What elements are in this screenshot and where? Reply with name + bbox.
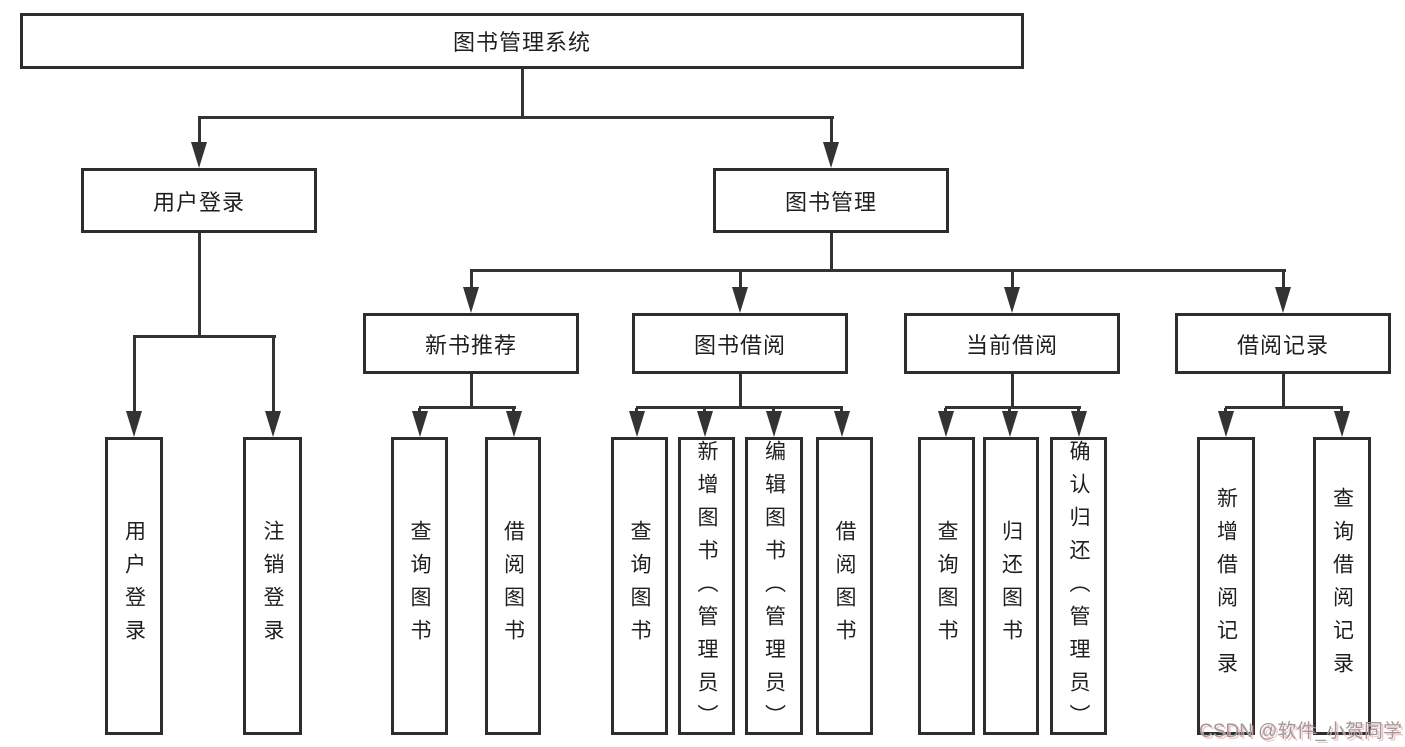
leaf-bb-borrow-books-label: 借阅图书 — [833, 520, 856, 652]
leaf-user-login: 用户登录 — [105, 437, 163, 735]
connector-current-split-bar — [945, 406, 1081, 409]
node-book-borrow: 图书借阅 — [632, 313, 848, 374]
leaf-cb-query-books: 查询图书 — [918, 437, 975, 735]
csdn-watermark: CSDN @软件_小贺同学 — [1199, 721, 1402, 742]
leaf-cb-confirm-return: 确认归还（管理员） — [1050, 437, 1107, 737]
arrow-down-icon — [1002, 411, 1018, 437]
connector-records-split-stem — [1282, 374, 1285, 408]
leaf-br-add-record: 新增借阅记录 — [1197, 437, 1255, 735]
leaf-cb-confirm-return-label: 确认归还（管理员） — [1067, 440, 1090, 737]
node-new-book-rec-label: 新书推荐 — [424, 332, 517, 358]
connector-current-borrow-drop — [1011, 271, 1014, 289]
arrow-down-icon — [1334, 411, 1350, 437]
node-borrow-records: 借阅记录 — [1175, 313, 1391, 374]
connector-login-drop — [133, 337, 136, 413]
node-book-borrow-label: 图书借阅 — [693, 332, 786, 358]
connector-user-split-stem — [198, 233, 201, 337]
leaf-cb-return-books: 归还图书 — [983, 437, 1039, 735]
connector-rec-split-bar — [419, 406, 516, 409]
arrow-down-icon — [1275, 287, 1291, 313]
arrow-down-icon — [629, 411, 645, 437]
node-borrow-records-label: 借阅记录 — [1236, 332, 1329, 358]
node-user-login-label: 用户登录 — [152, 189, 245, 215]
leaf-rec-query-books-label: 查询图书 — [408, 520, 431, 652]
leaf-bb-edit-books-label: 编辑图书（管理员） — [762, 440, 786, 737]
node-user-login: 用户登录 — [81, 168, 317, 233]
arrow-down-icon — [732, 287, 748, 313]
leaf-br-query-record: 查询借阅记录 — [1313, 437, 1371, 735]
connector-borrow-records-drop — [1282, 271, 1285, 289]
leaf-br-add-record-label: 新增借阅记录 — [1214, 487, 1238, 685]
node-current-borrow: 当前借阅 — [904, 313, 1120, 374]
connector-records-split-bar — [1225, 406, 1343, 409]
node-new-book-rec: 新书推荐 — [363, 313, 579, 374]
connector-current-split-stem — [1011, 374, 1014, 408]
node-current-borrow-label: 当前借阅 — [965, 332, 1058, 358]
leaf-bb-add-books: 新增图书（管理员） — [678, 437, 735, 737]
arrow-down-icon — [191, 142, 207, 168]
connector-mgmt-split-bar — [470, 269, 1286, 272]
arrow-down-icon — [463, 287, 479, 313]
arrow-down-icon — [823, 142, 839, 168]
leaf-rec-borrow-books-label: 借阅图书 — [501, 520, 525, 652]
arrow-down-icon — [506, 411, 522, 437]
connector-book-mgmt-drop — [830, 118, 833, 145]
leaf-rec-query-books: 查询图书 — [391, 437, 448, 735]
connector-mgmt-split-stem — [830, 233, 833, 271]
leaf-logout: 注销登录 — [243, 437, 302, 735]
node-root: 图书管理系统 — [20, 13, 1024, 69]
connector-book-borrow-drop — [739, 271, 742, 289]
node-book-mgmt: 图书管理 — [713, 168, 949, 233]
leaf-bb-query-books-label: 查询图书 — [628, 520, 651, 652]
leaf-bb-add-books-label: 新增图书（管理员） — [695, 440, 718, 737]
connector-root-stem — [521, 69, 524, 118]
leaf-bb-edit-books: 编辑图书（管理员） — [745, 437, 803, 737]
connector-rec-split-stem — [470, 374, 473, 408]
connector-logout-drop — [272, 337, 275, 413]
leaf-cb-query-books-label: 查询图书 — [935, 520, 958, 652]
arrow-down-icon — [1218, 411, 1234, 437]
arrow-down-icon — [697, 411, 713, 437]
arrow-down-icon — [412, 411, 428, 437]
arrow-down-icon — [265, 411, 281, 437]
connector-level2-bar — [198, 116, 834, 119]
arrow-down-icon — [766, 411, 782, 437]
leaf-user-login-label: 用户登录 — [122, 520, 146, 652]
leaf-br-query-record-label: 查询借阅记录 — [1330, 487, 1354, 685]
leaf-cb-return-books-label: 归还图书 — [999, 520, 1023, 652]
leaf-rec-borrow-books: 借阅图书 — [485, 437, 541, 735]
arrow-down-icon — [834, 411, 850, 437]
connector-user-split-bar — [133, 335, 276, 338]
connector-new-rec-drop — [470, 271, 473, 289]
arrow-down-icon — [1071, 411, 1087, 437]
connector-borrow-split-stem — [739, 374, 742, 408]
leaf-bb-query-books: 查询图书 — [611, 437, 668, 735]
arrow-down-icon — [938, 411, 954, 437]
leaf-bb-borrow-books: 借阅图书 — [816, 437, 873, 735]
arrow-down-icon — [126, 411, 142, 437]
node-book-mgmt-label: 图书管理 — [784, 189, 877, 215]
arrow-down-icon — [1004, 287, 1020, 313]
connector-user-login-drop — [198, 118, 201, 145]
node-root-label: 图书管理系统 — [452, 30, 591, 55]
leaf-logout-label: 注销登录 — [261, 520, 284, 652]
connector-borrow-split-bar — [636, 406, 843, 409]
